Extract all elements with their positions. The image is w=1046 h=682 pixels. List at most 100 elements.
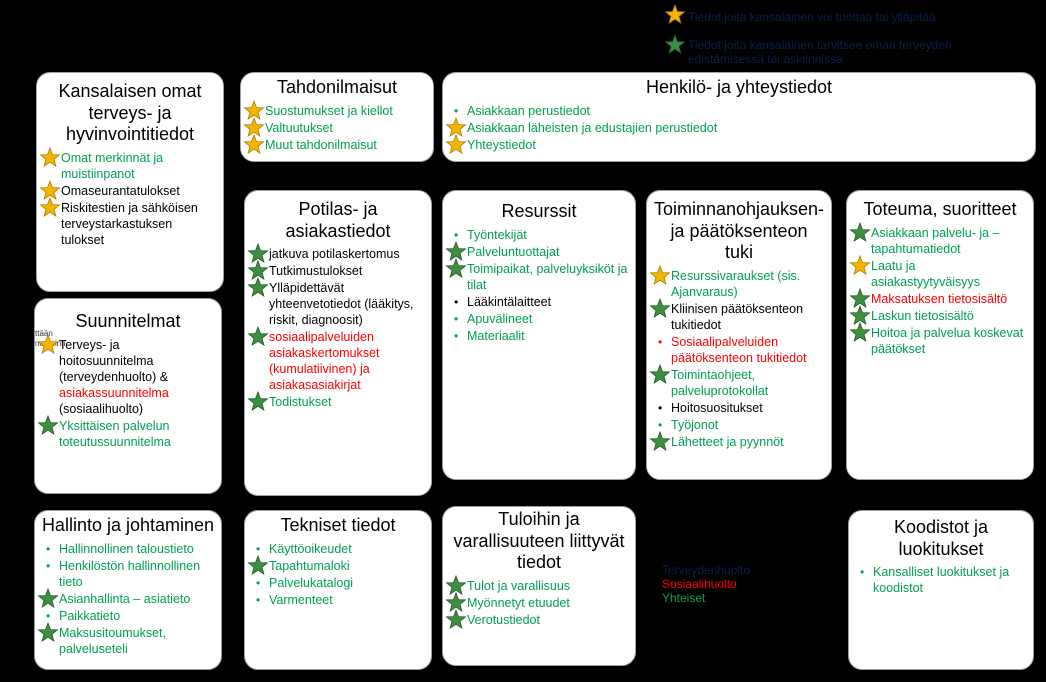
item-text-part: (sosiaalihuolto) xyxy=(59,401,144,416)
potilas-title-line: asiakastiedot xyxy=(285,220,391,241)
item-text: Asiakkaan läheisten ja edustajien perust… xyxy=(467,120,718,135)
gold-star-icon xyxy=(445,133,467,156)
list-item: Toimintaohjeet, palveluprotokollat xyxy=(649,363,825,399)
list-item: Maksatuksen tietosisältö xyxy=(849,287,1027,310)
green-star-icon xyxy=(445,608,467,631)
koodistot-title-line: luokitukset xyxy=(898,538,984,559)
suunnitelmat-title-line: Suunnitelmat xyxy=(75,311,181,331)
green-star-icon xyxy=(247,391,269,413)
toiminnan-title-line: tuki xyxy=(724,242,753,263)
list-item: Varmenteet xyxy=(247,592,425,608)
list-item: Riskitestien ja sähköisen terveystarkast… xyxy=(39,196,217,248)
item-text: Toimipaikat, palveluyksiköt ja tilat xyxy=(467,261,628,292)
item-text: Omat merkinnät ja muistiinpanot xyxy=(61,150,164,181)
item-text: Yhteystiedot xyxy=(467,137,536,152)
list-item: sosiaalipalveluiden asiakaskertomukset (… xyxy=(247,326,425,393)
tuloihin-title-line: Tuloihin ja xyxy=(498,509,580,529)
tekniset-title: Tekniset tiedot xyxy=(245,511,431,537)
henkilo-title-line: Henkilö- ja yhteystiedot xyxy=(645,77,833,97)
item-text: Terveys- ja hoitosuunnitelma (terveydenh… xyxy=(59,337,215,417)
kansalainen-title-line: hyvinvointitiedot xyxy=(65,124,195,145)
green-star-icon xyxy=(649,363,671,386)
item-text: Työntekijät xyxy=(467,227,527,242)
legend-sosiaalihuolto: Sosiaalihuolto xyxy=(662,577,737,591)
toteuma-title-line: Toteuma, suoritteet xyxy=(863,199,1017,219)
resurssit-title-line: Resurssit xyxy=(501,201,577,221)
box-resurssit: ResurssitTyöntekijätPalveluntuottajatToi… xyxy=(442,190,636,480)
item-text: jatkuva potilaskertomus xyxy=(269,247,400,262)
list-item: Tapahtumaloki xyxy=(247,554,425,575)
item-text: Sosiaalipalveluiden päätöksenteon tukiti… xyxy=(671,334,807,365)
green-star-icon xyxy=(445,591,467,614)
list-item: Muut tahdonilmaisut xyxy=(243,133,427,154)
item-text: Kansalliset luokitukset ja koodistot xyxy=(873,565,1010,596)
green-star-icon xyxy=(445,257,467,280)
list-item: Omaseurantatulokset xyxy=(39,179,217,200)
list-item: Laskun tietosisältö xyxy=(849,304,1027,325)
list-item: Yhteystiedot xyxy=(445,133,1029,156)
item-text: Resurssivaraukset (sis. Ajanvaraus) xyxy=(671,268,801,299)
box-henkilo: Henkilö- ja yhteystiedotAsiakkaan perust… xyxy=(442,72,1036,162)
list-item: Myönnetyt etuudet xyxy=(445,591,629,614)
list-item: Tutkimustulokset xyxy=(247,260,425,282)
list-item: Laatu ja asiakastyytyväisyys xyxy=(849,254,1027,290)
item-text: Palveluntuottajat xyxy=(467,244,560,259)
green-star-icon xyxy=(649,430,671,453)
resurssit-items: TyöntekijätPalveluntuottajatToimipaikat,… xyxy=(443,227,635,344)
item-text: Maksatuksen tietosisältö xyxy=(871,291,1008,306)
item-text: Lääkintälaitteet xyxy=(467,294,552,309)
list-item: Suostumukset ja kiellot xyxy=(243,99,427,120)
box-suunnitelmat: SuunnitelmatttäännentointiTerveys- ja ho… xyxy=(34,298,222,494)
item-text: Todistukset xyxy=(269,395,332,410)
list-item: Kansalliset luokitukset ja koodistot xyxy=(851,564,1027,596)
item-text: Hoitosuositukset xyxy=(671,400,763,415)
item-text: Toimintaohjeet, palveluprotokollat xyxy=(671,367,769,398)
item-text: Paikkatieto xyxy=(59,608,121,623)
item-text: Muut tahdonilmaisut xyxy=(265,137,377,152)
potilas-title-line: Potilas- ja xyxy=(298,199,378,219)
legend-green-text-2: edistämisessä tai asioinnissa xyxy=(688,52,843,66)
item-text: Yksittäisen palvelun toteutussuunnitelma xyxy=(59,418,171,449)
item-text: Valtuutukset xyxy=(265,120,333,135)
list-item: Ylläpidettävät yhteenvetotiedot (lääkity… xyxy=(247,277,425,328)
item-text: Verotustiedot xyxy=(467,612,540,627)
tekniset-title-line: Tekniset tiedot xyxy=(280,515,396,535)
green-star-icon xyxy=(247,326,269,348)
box-hallinto: Hallinto ja johtaminenHallinnollinen tal… xyxy=(34,510,222,670)
list-item: Lähetteet ja pyynnöt xyxy=(649,430,825,453)
green-star-icon xyxy=(849,321,871,344)
list-item: Palveluntuottajat xyxy=(445,240,629,263)
green-star-icon xyxy=(37,414,59,437)
gold-star-icon xyxy=(664,3,686,26)
tahdon-title: Tahdonilmaisut xyxy=(241,73,433,99)
legend-green-text-1: Tiedot joita kansalainen tarvitsee oman … xyxy=(688,38,952,52)
item-text: Asiakkaan perustiedot xyxy=(467,103,590,118)
item-text: Palvelukatalogi xyxy=(269,575,354,590)
hallinto-title-line: Hallinto ja johtaminen xyxy=(41,515,215,535)
green-star-icon xyxy=(247,260,269,282)
green-star-icon xyxy=(849,287,871,310)
item-text: Varmenteet xyxy=(269,592,333,607)
green-star-icon xyxy=(445,240,467,263)
item-text: Myönnetyt etuudet xyxy=(467,595,570,610)
list-item: Henkilöstön hallinnollinen tieto xyxy=(37,558,215,590)
list-item: Todistukset xyxy=(247,391,425,413)
item-text: Kliinisen päätöksenteon tukitiedot xyxy=(671,301,804,332)
list-item: Toimipaikat, palveluyksiköt ja tilat xyxy=(445,257,629,293)
list-item: Terveys- ja hoitosuunnitelma (terveydenh… xyxy=(37,333,215,417)
list-item: Palvelukatalogi xyxy=(247,575,425,591)
legend-yhteiset: Yhteiset xyxy=(662,591,706,605)
kansalainen-items: Omat merkinnät ja muistiinpanotOmaseuran… xyxy=(37,146,223,248)
item-text: sosiaalipalveluiden asiakaskertomukset (… xyxy=(269,330,380,393)
list-item: Resurssivaraukset (sis. Ajanvaraus) xyxy=(649,264,825,300)
item-text: Asianhallinta – asiatieto xyxy=(59,591,191,606)
tuloihin-title-line: tiedot xyxy=(516,552,562,573)
green-star-icon xyxy=(247,277,269,299)
box-koodistot: Koodistot jaluokituksetKansalliset luoki… xyxy=(848,510,1034,670)
item-text: Riskitestien ja sähköisen terveystarkast… xyxy=(61,200,198,247)
